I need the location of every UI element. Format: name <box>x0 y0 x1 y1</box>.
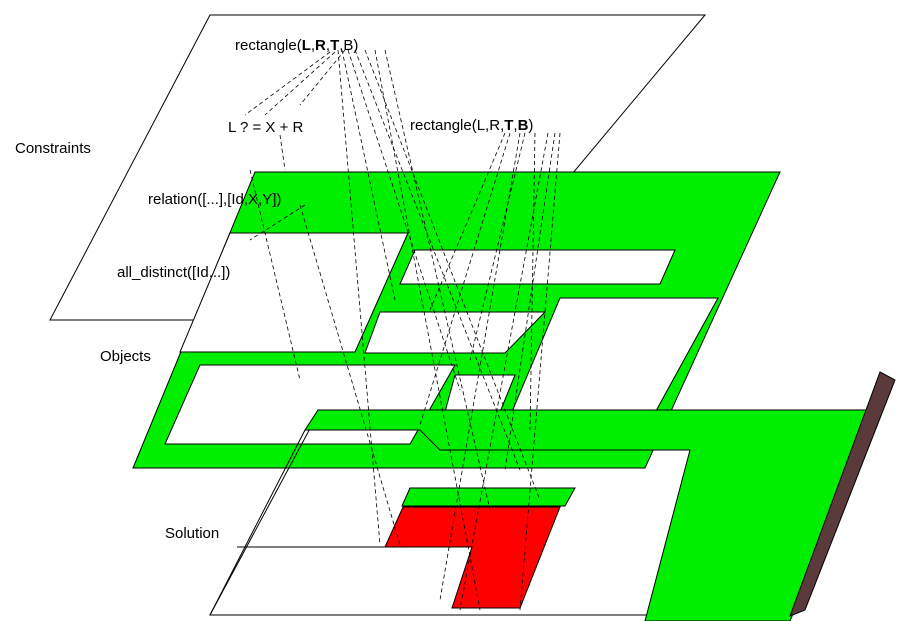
solution-slab-edge <box>789 371 896 617</box>
object-hole-4 <box>164 364 456 445</box>
solution-layer <box>209 371 896 621</box>
object-hole-3 <box>364 311 547 354</box>
solution-red-shape <box>384 506 561 609</box>
objects-label: Objects <box>100 348 151 365</box>
all-distinct-constraint: all_distinct([Id...]) <box>117 264 230 281</box>
solution-edge-left <box>209 429 306 616</box>
object-hole-2 <box>399 249 676 285</box>
objects-layer <box>132 171 781 469</box>
rectangle-constraint-2: rectangle(L,R,T,B) <box>410 117 533 134</box>
solution-label: Solution <box>165 525 219 542</box>
object-hole-1 <box>179 232 409 353</box>
relation-constraint: relation([...],[Id,X,Y]) <box>148 191 281 208</box>
equation-constraint: L ? = X + R <box>228 119 303 136</box>
solution-green-strip <box>401 487 576 507</box>
constraints-label: Constraints <box>15 140 91 157</box>
projection-lines <box>244 49 561 611</box>
rectangle-constraint-1: rectangle(L,R,T,B) <box>235 37 358 54</box>
